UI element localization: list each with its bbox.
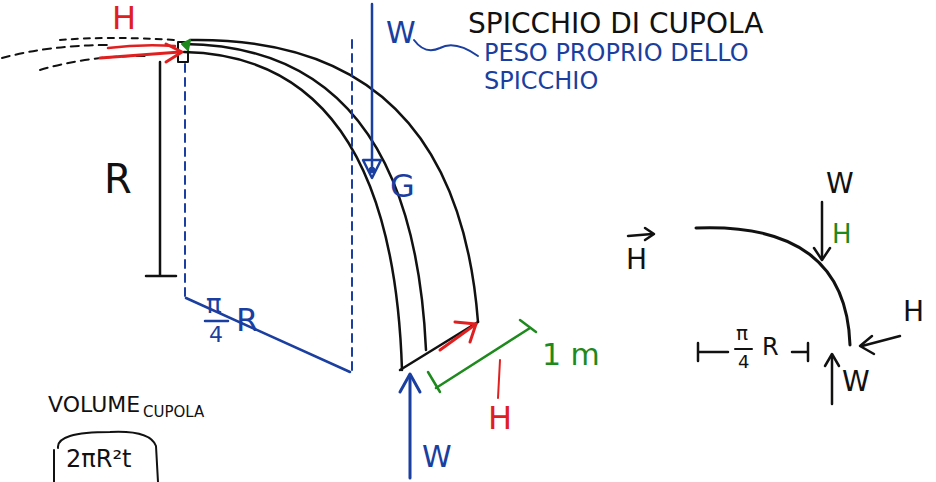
dimension-label: 1 m bbox=[542, 338, 600, 373]
dimension-label: π bbox=[206, 290, 222, 320]
force-label: W bbox=[422, 440, 452, 475]
point-label: G bbox=[390, 168, 415, 205]
force-label: W bbox=[842, 366, 870, 398]
formula-text: 2πR²t bbox=[66, 446, 131, 474]
force-label: H bbox=[488, 400, 512, 437]
note-text: CUPOLA bbox=[143, 404, 204, 421]
note-text: PESO PROPRIO DELLO SPICCHIO bbox=[484, 40, 784, 95]
dimension-label: 4 bbox=[209, 322, 223, 347]
title-note: SPICCHIO DI CUPOLA bbox=[468, 8, 763, 40]
force-label: W bbox=[386, 16, 416, 51]
force-label: H bbox=[112, 0, 136, 37]
force-label: H bbox=[903, 296, 924, 328]
dimension-label: π bbox=[736, 322, 748, 345]
dimension-label: R bbox=[762, 334, 779, 362]
force-label: H bbox=[832, 220, 852, 250]
force-label: W bbox=[826, 168, 854, 200]
dimension-label: R bbox=[104, 156, 132, 202]
force-label: H bbox=[626, 244, 647, 276]
dimension-label: 4 bbox=[738, 352, 749, 373]
dimension-label: R bbox=[236, 302, 258, 339]
note-text: VOLUME bbox=[48, 392, 140, 417]
